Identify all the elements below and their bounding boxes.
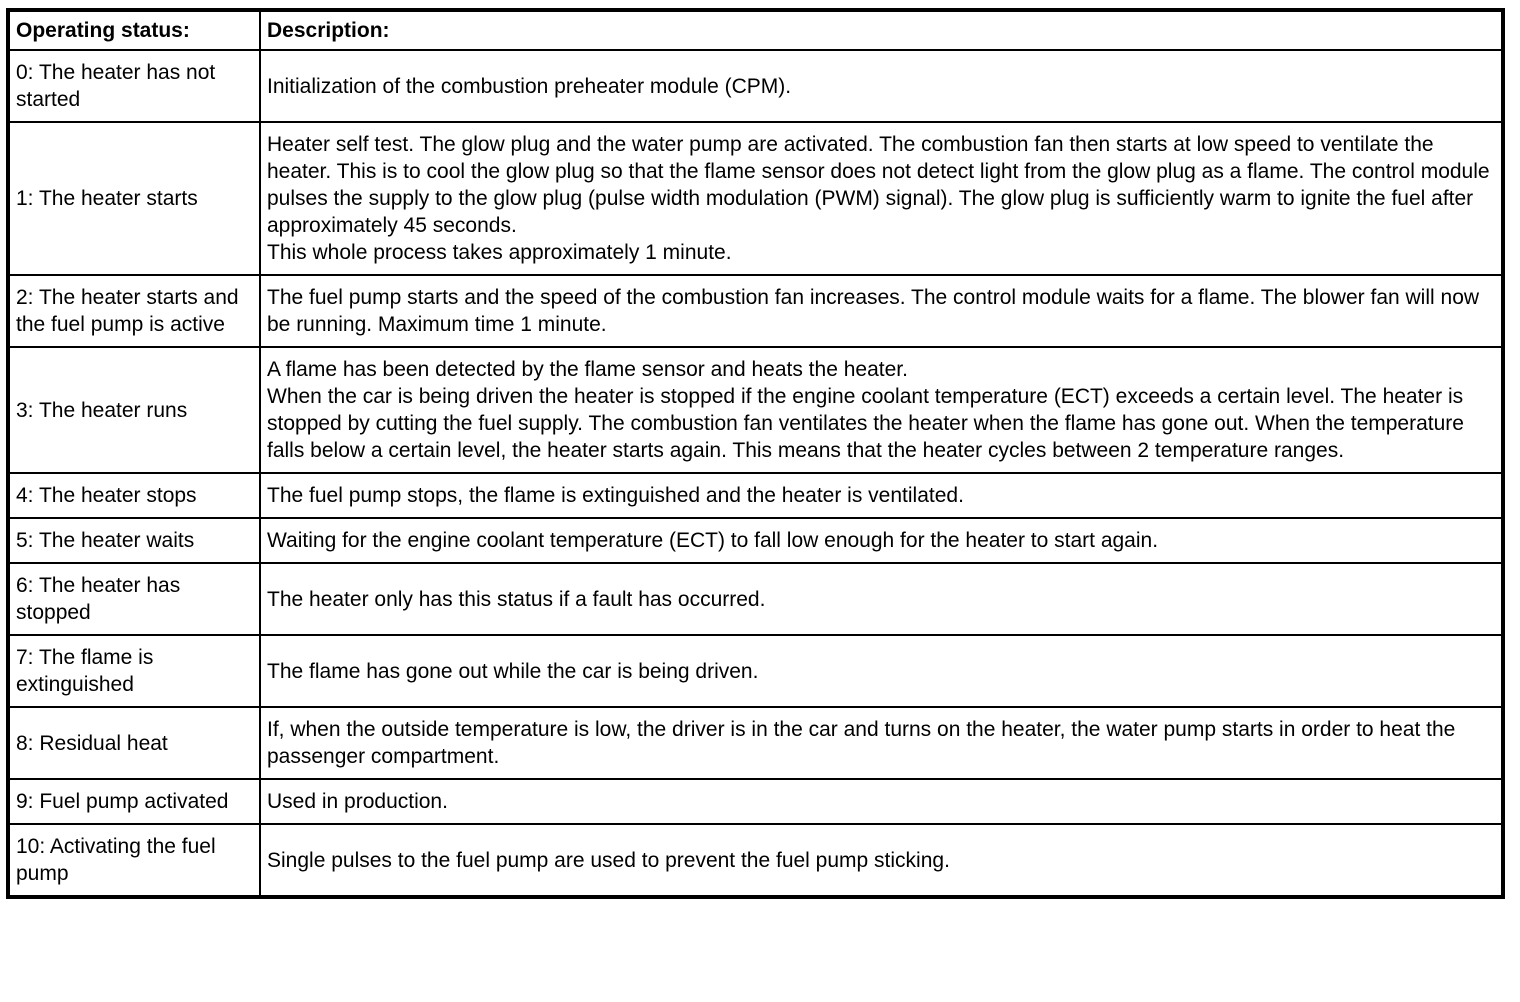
description-cell: Used in production. (259, 778, 1504, 825)
document-page: Operating status: Description: 0: The he… (6, 8, 1505, 899)
status-cell: 2: The heater starts and the fuel pump i… (7, 274, 261, 348)
table-row: 8: Residual heat If, when the outside te… (7, 706, 1504, 780)
status-cell: 5: The heater waits (7, 517, 261, 564)
table-row: 7: The flame is extinguished The flame h… (7, 634, 1504, 708)
description-cell: Single pulses to the fuel pump are used … (259, 823, 1504, 898)
description-cell: The flame has gone out while the car is … (259, 634, 1504, 708)
description-cell: If, when the outside temperature is low,… (259, 706, 1504, 780)
table-row: 3: The heater runs A flame has been dete… (7, 346, 1504, 474)
table-row: 2: The heater starts and the fuel pump i… (7, 274, 1504, 348)
table-row: 6: The heater has stopped The heater onl… (7, 562, 1504, 636)
table-row: 4: The heater stops The fuel pump stops,… (7, 472, 1504, 519)
table-row: 5: The heater waits Waiting for the engi… (7, 517, 1504, 564)
status-cell: 6: The heater has stopped (7, 562, 261, 636)
status-cell: 1: The heater starts (7, 121, 261, 276)
status-cell: 0: The heater has not started (7, 49, 261, 123)
status-cell: 10: Activating the fuel pump (7, 823, 261, 898)
status-cell: 7: The flame is extinguished (7, 634, 261, 708)
header-description: Description: (259, 9, 1504, 51)
description-cell: The fuel pump starts and the speed of th… (259, 274, 1504, 348)
table-row: 1: The heater starts Heater self test. T… (7, 121, 1504, 276)
description-cell: The heater only has this status if a fau… (259, 562, 1504, 636)
table-row: 0: The heater has not started Initializa… (7, 49, 1504, 123)
description-cell: Initialization of the combustion preheat… (259, 49, 1504, 123)
table-header-row: Operating status: Description: (7, 9, 1504, 51)
description-cell: Heater self test. The glow plug and the … (259, 121, 1504, 276)
status-cell: 4: The heater stops (7, 472, 261, 519)
status-cell: 3: The heater runs (7, 346, 261, 474)
description-cell: Waiting for the engine coolant temperatu… (259, 517, 1504, 564)
header-operating-status: Operating status: (7, 9, 261, 51)
description-cell: The fuel pump stops, the flame is exting… (259, 472, 1504, 519)
status-cell: 8: Residual heat (7, 706, 261, 780)
table-row: 9: Fuel pump activated Used in productio… (7, 778, 1504, 825)
description-cell: A flame has been detected by the flame s… (259, 346, 1504, 474)
operating-status-table: Operating status: Description: 0: The he… (6, 8, 1505, 899)
status-cell: 9: Fuel pump activated (7, 778, 261, 825)
table-row: 10: Activating the fuel pump Single puls… (7, 823, 1504, 898)
